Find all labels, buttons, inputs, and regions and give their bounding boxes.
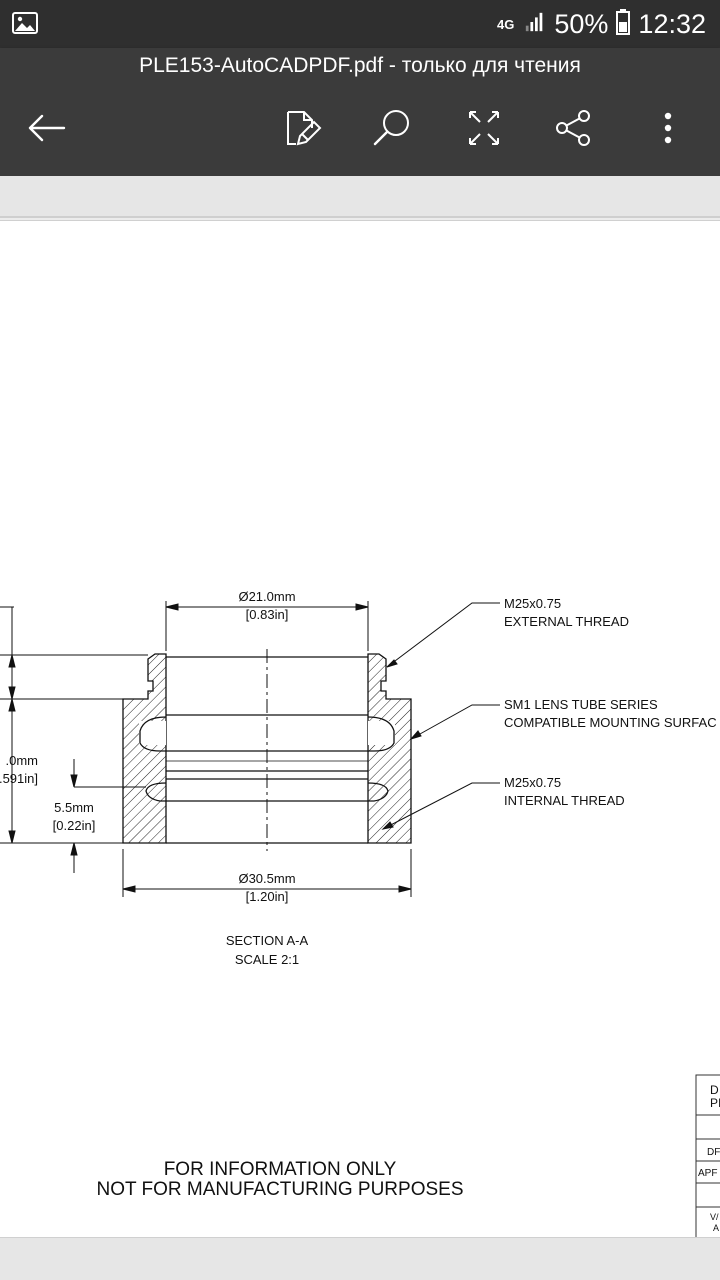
signal-icon (524, 10, 546, 39)
notice-line-1: FOR INFORMATION ONLY (163, 1159, 397, 1180)
internal-thread-callout-line2: INTERNAL THREAD (504, 793, 625, 808)
title-block-cell: PI (710, 1096, 720, 1110)
share-icon (556, 110, 590, 146)
document-title: PLE153-AutoCADPDF.pdf - только для чтени… (139, 54, 581, 77)
section-label: SECTION A-A (226, 933, 309, 948)
technical-drawing: Ø21.0mm [0.83in] Ø30.5mm [1.20in] (0, 589, 720, 1237)
left-height-label: .0mm (6, 753, 39, 768)
information-notice: FOR INFORMATION ONLY NOT FOR MANUFACTURI… (60, 1160, 500, 1200)
left-height-inch-label: .591in] (0, 771, 38, 786)
search-button[interactable] (370, 106, 414, 150)
title-block-cell: V/ (710, 1212, 719, 1222)
fullscreen-button[interactable] (462, 106, 506, 150)
title-block-cell: A (713, 1223, 719, 1233)
edit-button[interactable] (280, 106, 324, 150)
top-diameter-dimension (165, 601, 369, 651)
sm1-callout-line2: COMPATIBLE MOUNTING SURFAC (504, 715, 717, 730)
title-block-cell: D (710, 1083, 719, 1097)
bottom-diameter-dimension (122, 849, 412, 897)
title-block (695, 1074, 720, 1237)
expand-icon (469, 111, 499, 145)
step-height-label: 5.5mm (54, 800, 94, 815)
search-icon (373, 110, 409, 146)
more-options-button[interactable] (646, 106, 690, 150)
bottom-diameter-label: Ø30.5mm (238, 871, 295, 886)
scale-label: SCALE 2:1 (235, 952, 299, 967)
callout-leaders (381, 602, 500, 830)
step-height-inch-label: [0.22in] (53, 818, 96, 833)
pdf-page[interactable]: Ø21.0mm [0.83in] Ø30.5mm [1.20in] (0, 220, 720, 1238)
network-type: 4G (497, 16, 515, 32)
bottom-diameter-inch-label: [1.20in] (246, 889, 289, 904)
top-diameter-inch-label: [0.83in] (246, 607, 289, 622)
clock: 12:32 (638, 8, 706, 39)
arrow-left-icon (28, 114, 66, 142)
edit-document-icon (287, 111, 322, 146)
status-bar: 4G 50% 12:32 (0, 0, 720, 48)
title-block-cell: DF (707, 1147, 720, 1158)
share-button[interactable] (552, 106, 596, 150)
left-height-dimensions (0, 606, 148, 873)
app-bar: PLE153-AutoCADPDF.pdf - только для чтени… (0, 48, 720, 176)
battery-icon (616, 8, 631, 40)
notice-line-2: NOT FOR MANUFACTURING PURPOSES (96, 1179, 464, 1200)
top-diameter-label: Ø21.0mm (238, 589, 295, 604)
back-button[interactable] (24, 106, 68, 150)
internal-thread-callout-line1: M25x0.75 (504, 775, 561, 790)
page-gap-bottom (0, 1238, 720, 1280)
more-vert-icon (664, 112, 672, 144)
external-thread-callout-line1: M25x0.75 (504, 596, 561, 611)
external-thread-callout-line2: EXTERNAL THREAD (504, 614, 629, 629)
page-gap (0, 176, 720, 218)
gallery-notification-icon (12, 12, 38, 34)
battery-percent: 50% (554, 8, 609, 39)
title-block-cell: APF (698, 1168, 717, 1179)
sm1-callout-line1: SM1 LENS TUBE SERIES (504, 697, 658, 712)
